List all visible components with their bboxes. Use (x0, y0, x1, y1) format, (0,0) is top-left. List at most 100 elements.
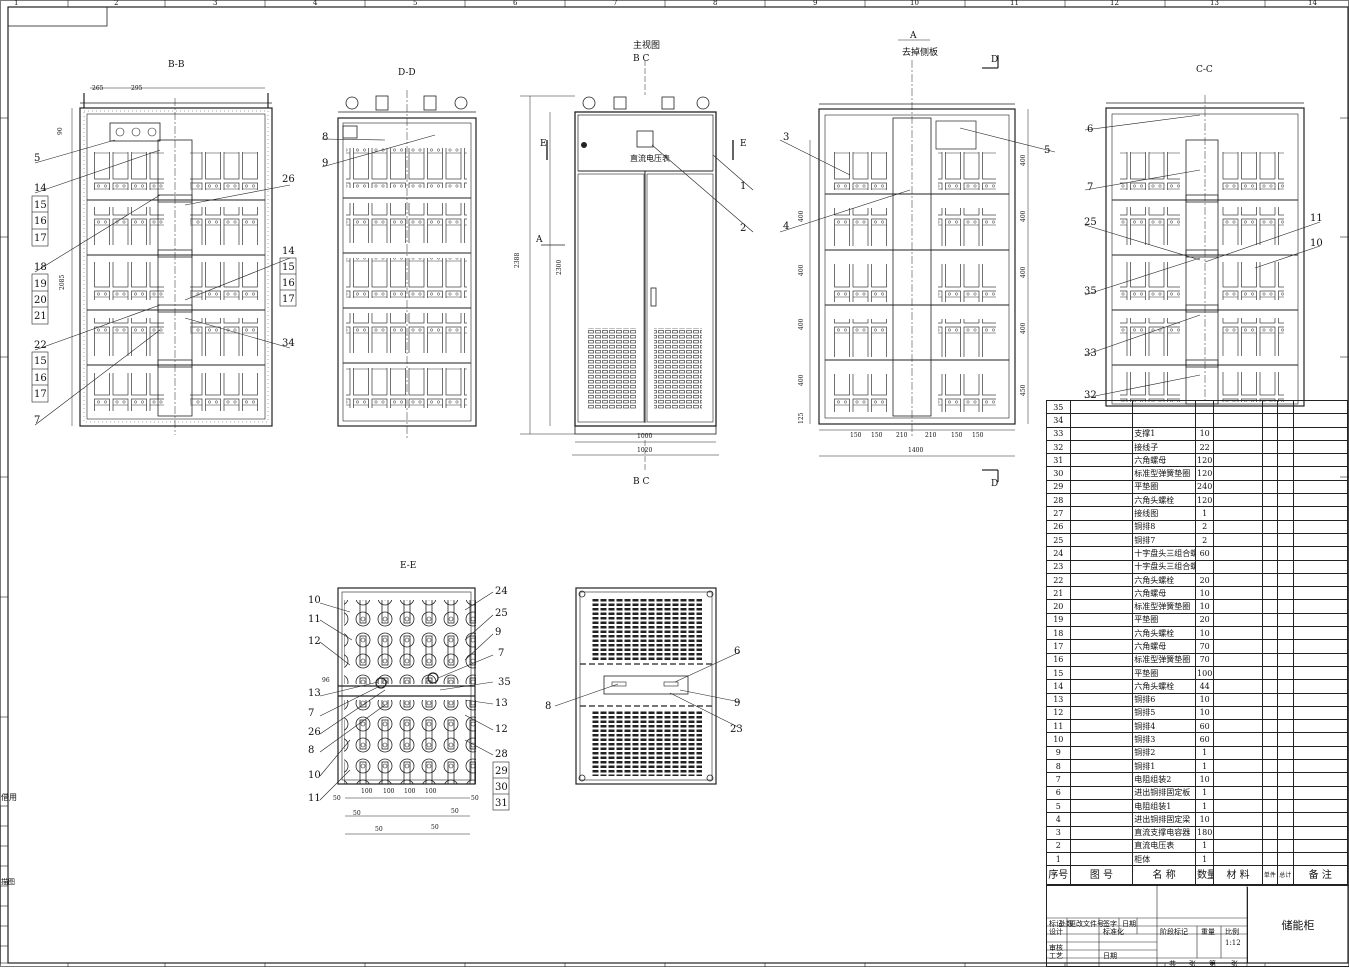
balloon: 35 (1084, 286, 1097, 297)
bom-row-drawing (1069, 639, 1134, 654)
arrow-e-left: E (540, 139, 547, 149)
bom-row-qty: 10 (1194, 586, 1215, 601)
bom-row-name: 六角螺母 (1132, 639, 1196, 654)
side-dim-b-0: 150 (850, 432, 862, 439)
ee-dim-3: 100 (383, 788, 395, 795)
bom-row-name: 六角头螺栓 (1132, 572, 1196, 588)
bom-row-qty: 1 (1194, 785, 1215, 800)
bom-row-remark (1292, 825, 1349, 840)
bom-row-qty: 1 (1194, 838, 1215, 854)
balloon: 17 (34, 389, 47, 400)
view-side (809, 39, 1029, 482)
bom-row-w1 (1261, 732, 1279, 747)
bom-row-material (1213, 399, 1263, 415)
view-main (520, 60, 734, 470)
bom-row-drawing (1069, 772, 1134, 787)
bom-row-number: 17 (1046, 639, 1071, 654)
bom-row-remark (1292, 745, 1349, 761)
bom-row-name: 铜排1 (1132, 759, 1196, 774)
balloon: 16 (282, 278, 295, 289)
side-dim-b-3: 210 (925, 432, 937, 439)
bom-row-qty: 10 (1194, 626, 1215, 641)
bom-row-material (1213, 559, 1263, 574)
balloon: 1 (740, 181, 746, 192)
ee-dim-6: 50 (471, 795, 479, 802)
bom-row-name: 标准型弹簧垫圈 (1132, 652, 1196, 667)
side-dim-right-3: 400 (1020, 322, 1027, 334)
bom-row-drawing (1069, 532, 1134, 548)
bom-row-qty (1194, 413, 1215, 428)
bom-row-remark (1292, 399, 1349, 415)
bom-row-w1 (1261, 426, 1279, 441)
bom-row-drawing (1069, 599, 1134, 614)
bom-row-w1 (1261, 798, 1279, 814)
balloon: 14 (34, 183, 47, 194)
balloon: 10 (308, 770, 321, 781)
bom-row-number: 27 (1046, 506, 1071, 521)
bom-row-remark (1292, 812, 1349, 827)
bom-row-name: 铜排6 (1132, 692, 1196, 707)
bom-row-drawing (1069, 825, 1134, 840)
balloon: 34 (282, 338, 295, 349)
bom-row-material (1213, 439, 1263, 455)
bom-row-name: 六角头螺栓 (1132, 626, 1196, 641)
bom-row-material (1213, 665, 1263, 681)
side-dim-b-2: 210 (896, 432, 908, 439)
bom-row-material (1213, 745, 1263, 761)
bom-header-name: 名 称 (1132, 865, 1196, 886)
bom-row-drawing (1069, 612, 1134, 628)
bom-row-qty: 10 (1194, 705, 1215, 721)
bom-row-remark (1292, 439, 1349, 455)
bom-row-remark (1292, 466, 1349, 481)
svg-text:6: 6 (513, 0, 518, 7)
bom-row-qty (1194, 559, 1215, 574)
bom-row-w2 (1277, 453, 1294, 468)
drawing-texts: B-B D-D 主视图 B C B C 直流电压表 E E A A 去掉侧板 D… (1, 31, 1213, 886)
bom-header-material: 材 料 (1213, 865, 1263, 886)
bom-row-name: 平垫圈 (1132, 479, 1196, 495)
balloon: 26 (282, 174, 295, 185)
bom-row-qty: 1 (1194, 759, 1215, 774)
ee-title: E-E (400, 561, 416, 571)
bom-row-drawing (1069, 745, 1134, 761)
balloon: 10 (308, 595, 321, 606)
side-arrow-d-bottom: D (991, 479, 998, 489)
bom-header-qty: 数量 (1194, 865, 1215, 886)
bom-row-remark (1292, 679, 1349, 694)
bom-row-drawing (1069, 838, 1134, 854)
bom-row-remark (1292, 852, 1349, 867)
bom-row-number: 31 (1046, 453, 1071, 468)
side-dim-left-2: 400 (798, 318, 805, 330)
bom-row-qty: 180 (1194, 825, 1215, 840)
bom-row-qty: 120 (1194, 466, 1215, 481)
bom-row-name: 铜排8 (1132, 519, 1196, 534)
side-dim-right-0: 400 (1020, 154, 1027, 166)
bom-row-name: 进出铜排固定板 (1132, 785, 1196, 800)
arrow-a: A (535, 235, 543, 245)
bom-row-material (1213, 838, 1263, 854)
tb-total: 共 (1169, 960, 1176, 968)
bom-row-remark (1292, 705, 1349, 721)
left-margin-boxes (0, 805, 9, 964)
bom-row-drawing (1069, 506, 1134, 521)
bom-row-w2 (1277, 798, 1294, 814)
bom-row-remark (1292, 692, 1349, 707)
bom-row-qty: 60 (1194, 732, 1215, 747)
bom-row-name (1132, 413, 1196, 428)
bom-row-material (1213, 519, 1263, 534)
bom-row: 34 (1046, 413, 1349, 428)
bom-row-w2 (1277, 652, 1294, 667)
tb-check: 审核 (1049, 944, 1063, 952)
title-block-grid (1047, 886, 1248, 966)
bom-row-w1 (1261, 519, 1279, 534)
bom-row-remark (1292, 652, 1349, 667)
bom-header-remark: 备 注 (1292, 865, 1349, 886)
bom-row-material (1213, 626, 1263, 641)
balloon: 2 (740, 223, 746, 234)
bom-row-number: 5 (1046, 798, 1071, 814)
bom-row-qty: 60 (1194, 546, 1215, 561)
